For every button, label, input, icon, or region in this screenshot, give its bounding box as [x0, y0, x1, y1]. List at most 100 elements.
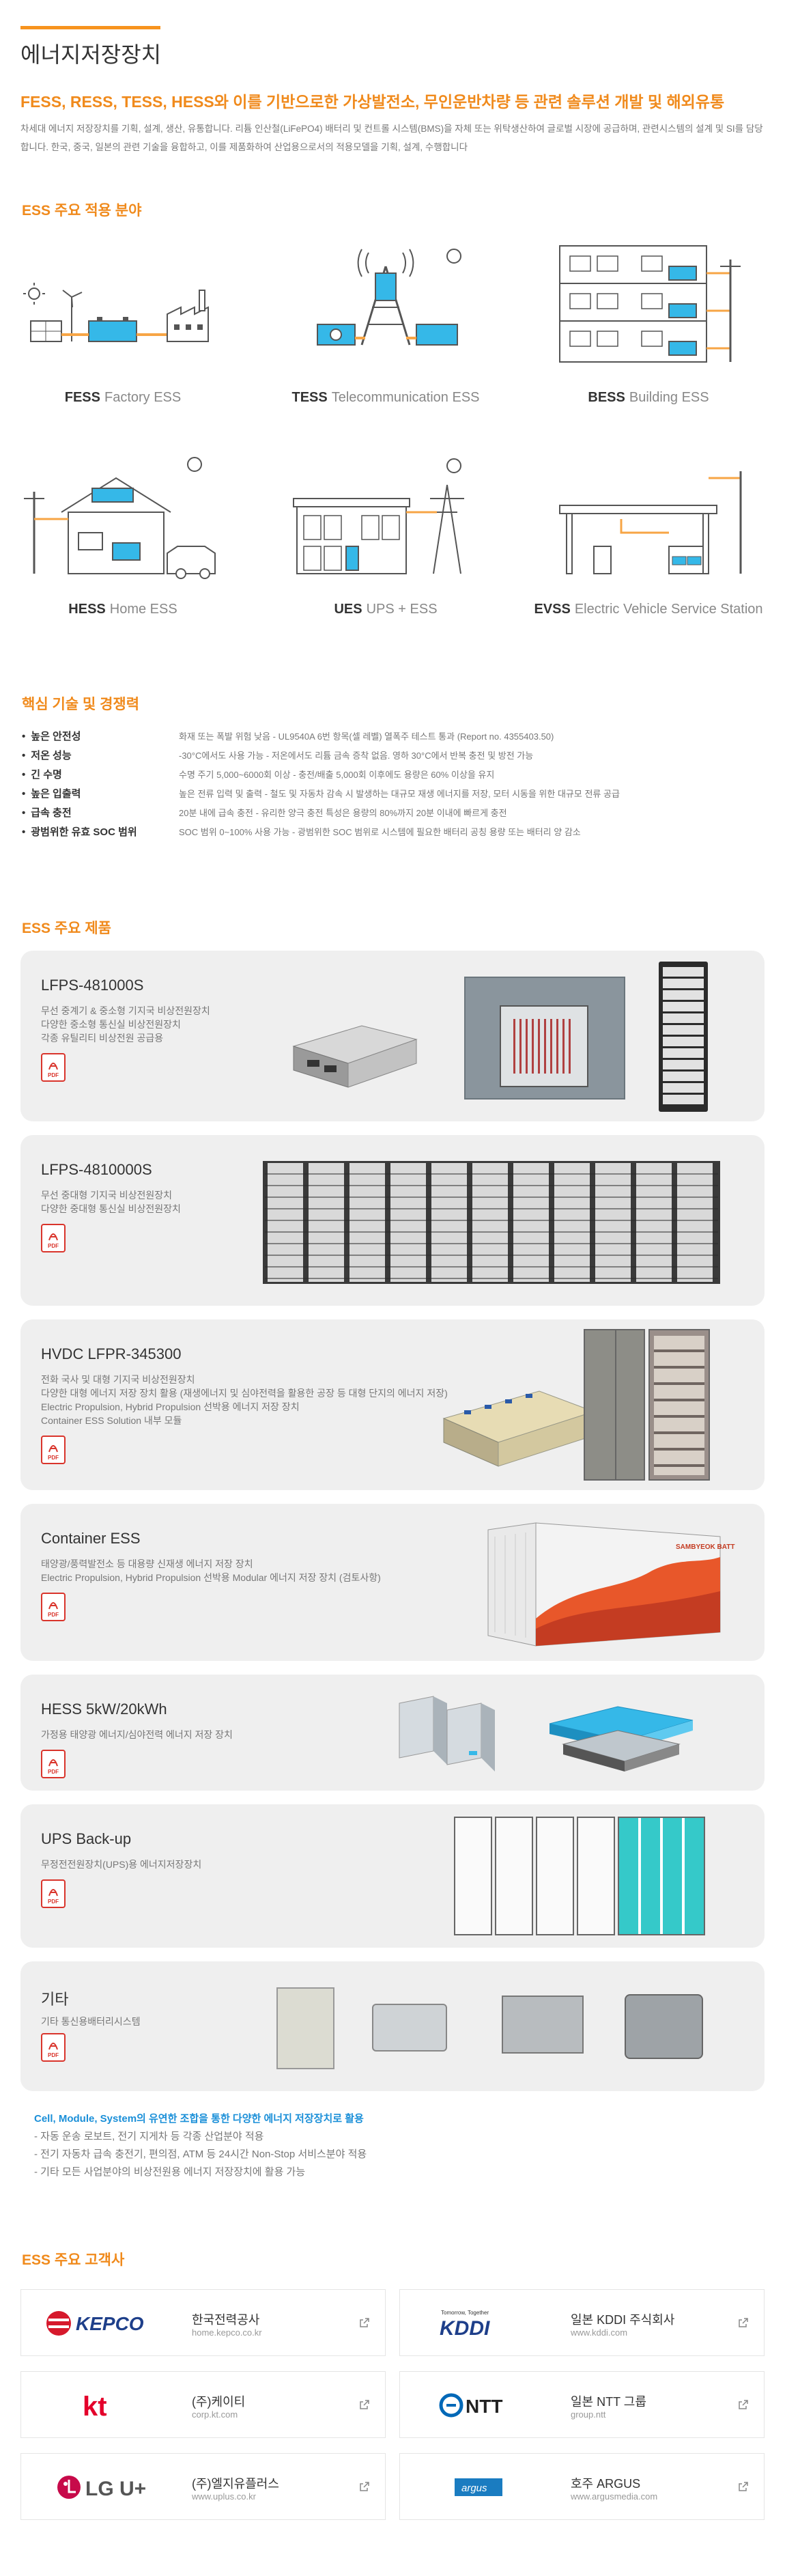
- pdf-download-icon[interactable]: PDF: [41, 1436, 66, 1464]
- product-card-ups-backup: UPS Back-up 무정전전원장치(UPS)용 에너지저장장치 PDF: [20, 1804, 765, 1948]
- customer-name: 일본 KDDI 주식회사: [571, 2313, 675, 2327]
- hess-stack-image: [549, 1706, 694, 1772]
- external-link-icon[interactable]: [738, 2481, 749, 2492]
- tech-row: 저온 성능-30°C에서도 사용 가능 - 저온에서도 리튬 금속 증착 없음.…: [22, 745, 766, 764]
- battery-rack-image: [659, 962, 708, 1112]
- ups-cabinet-image: [536, 1817, 574, 1935]
- ntt-logo: NTT: [439, 2393, 502, 2418]
- svg-text:KEPCO: KEPCO: [76, 2313, 144, 2334]
- customer-name: 호주 ARGUS: [571, 2477, 641, 2491]
- customer-url: corp.kt.com: [192, 2409, 238, 2420]
- customers-title: ESS 주요 고객사: [22, 2252, 125, 2268]
- customer-card-ntt[interactable]: NTT 일본 NTT 그룹 group.ntt: [399, 2371, 765, 2438]
- product-summary: Cell, Module, System의 유연한 조합을 통한 다양한 에너지…: [34, 2110, 367, 2181]
- product-name: HVDC LFPR-345300: [41, 1345, 182, 1362]
- lfps-rack-unit-image: [292, 1025, 418, 1088]
- container-ess-image: [487, 1522, 721, 1647]
- external-link-icon[interactable]: [738, 2317, 749, 2328]
- svg-text:KDDI: KDDI: [440, 2317, 490, 2340]
- ups-ess-illustration: [293, 458, 464, 574]
- pdf-download-icon[interactable]: PDF: [41, 1593, 66, 1621]
- ups-battery-bank-image: [618, 1817, 705, 1935]
- external-link-icon[interactable]: [359, 2399, 370, 2410]
- svg-text:argus: argus: [461, 2482, 487, 2494]
- product-name: Container ESS: [41, 1530, 141, 1547]
- svg-text:NTT: NTT: [466, 2396, 502, 2417]
- page-headline: FESS, RESS, TESS, HESS와 이를 기반으로한 가상발전소, …: [20, 93, 725, 111]
- building-ess-illustration: [559, 245, 741, 363]
- product-name: HESS 5kW/20kWh: [41, 1700, 167, 1718]
- applications-title: ESS 주요 적용 분야: [22, 203, 142, 219]
- pdf-download-icon[interactable]: PDF: [41, 1224, 66, 1252]
- title-accent-bar: [20, 26, 160, 29]
- customer-card-argus[interactable]: argus 호주 ARGUS www.argusmedia.com: [399, 2453, 765, 2520]
- customer-name: (주)엘지유플러스: [192, 2477, 279, 2491]
- external-link-icon[interactable]: [738, 2399, 749, 2410]
- cabinet-closed-image: [584, 1329, 645, 1481]
- factory-ess-illustration: [23, 283, 209, 342]
- pdf-download-icon[interactable]: PDF: [41, 1879, 66, 1908]
- product-card-container-ess: Container ESS 태양광/풍력발전소 등 대용량 신재생 에너지 저장…: [20, 1504, 765, 1661]
- tech-desc: 화재 또는 폭발 위험 낮음 - UL9540A 6번 항목(셀 레벨) 열폭주…: [179, 731, 554, 742]
- pdf-download-icon[interactable]: PDF: [41, 2033, 66, 2062]
- pdf-download-icon[interactable]: PDF: [41, 1750, 66, 1778]
- product-name: UPS Back-up: [41, 1830, 132, 1847]
- ups-cabinet-image: [577, 1817, 615, 1935]
- telecom-battery-image: [276, 1987, 334, 2069]
- external-link-icon[interactable]: [359, 2481, 370, 2492]
- customer-card-lguplus[interactable]: LG U+ (주)엘지유플러스 www.uplus.co.kr: [20, 2453, 386, 2520]
- cabinet-open-image: [648, 1329, 710, 1481]
- hess-wall-unit-image: [399, 1696, 495, 1772]
- tech-desc: SOC 범위 0~100% 사용 가능 - 광범위한 SOC 범위로 시스템에 …: [179, 826, 581, 837]
- pdf-download-icon[interactable]: PDF: [41, 1053, 66, 1082]
- products-title: ESS 주요 제품: [22, 921, 111, 936]
- product-card-hess: HESS 5kW/20kWh 가정용 태양광 에너지/심야전력 에너지 저장 장…: [20, 1675, 765, 1791]
- tech-name: 광범위한 유효 SOC 범위: [22, 824, 179, 839]
- customer-card-kddi[interactable]: Tomorrow, Together KDDI 일본 KDDI 주식회사 www…: [399, 2289, 765, 2356]
- product-name: LFPS-4810000S: [41, 1161, 152, 1178]
- battery-rack-array-image: [263, 1161, 720, 1284]
- ups-cabinet-image: [495, 1817, 533, 1935]
- telecom-battery-image: [372, 2004, 447, 2052]
- summary-line: - 전기 자동차 급속 충전기, 편의점, ATM 등 24시간 Non-Sto…: [34, 2148, 367, 2160]
- battery-module-image: [442, 1390, 595, 1467]
- product-desc: 가정용 태양광 에너지/심야전력 에너지 저장 장치: [41, 1729, 233, 1740]
- customer-card-kt[interactable]: kt (주)케이티 corp.kt.com: [20, 2371, 386, 2438]
- tech-desc: -30°C에서도 사용 가능 - 저온에서도 리튬 금속 증착 없음. 영하 3…: [179, 750, 534, 761]
- external-link-icon[interactable]: [359, 2317, 370, 2328]
- tech-name: 저온 성능: [22, 748, 179, 762]
- container-brand-label: SAMBYEOK BATT: [676, 1543, 735, 1551]
- tech-desc: 높은 전류 입력 및 출력 - 철도 및 자동차 감속 시 발생하는 대규모 재…: [179, 788, 620, 799]
- customer-url: www.kddi.com: [571, 2327, 628, 2338]
- summary-lead: Cell, Module, System의 유연한 조합을 통한 다양한 에너지…: [34, 2113, 364, 2125]
- customer-url: www.uplus.co.kr: [192, 2491, 256, 2502]
- product-card-etc: 기타 기타 통신용배터리시스템 PDF: [20, 1961, 765, 2091]
- svg-text:LG U+: LG U+: [85, 2478, 146, 2500]
- product-desc: 무정전전원장치(UPS)용 에너지저장장치: [41, 1859, 202, 1870]
- product-name: 기타: [41, 1991, 69, 2008]
- tech-name: 긴 수명: [22, 767, 179, 781]
- kt-logo: kt: [83, 2392, 107, 2422]
- telecom-battery-image: [625, 1994, 703, 2059]
- page-intro: 차세대 에너지 저장장치를 기획, 설계, 생산, 유통합니다. 리튬 인산철(…: [20, 124, 763, 152]
- kddi-logo: Tomorrow, Together KDDI: [440, 2310, 490, 2340]
- tech-title: 핵심 기술 및 경쟁력: [22, 697, 140, 712]
- svg-text:Tomorrow, Together: Tomorrow, Together: [441, 2310, 489, 2316]
- customer-card-kepco[interactable]: KEPCO 한국전력공사 home.kepco.co.kr: [20, 2289, 386, 2356]
- product-desc: 기타 통신용배터리시스템: [41, 2016, 141, 2027]
- home-ess-illustration: [24, 457, 216, 579]
